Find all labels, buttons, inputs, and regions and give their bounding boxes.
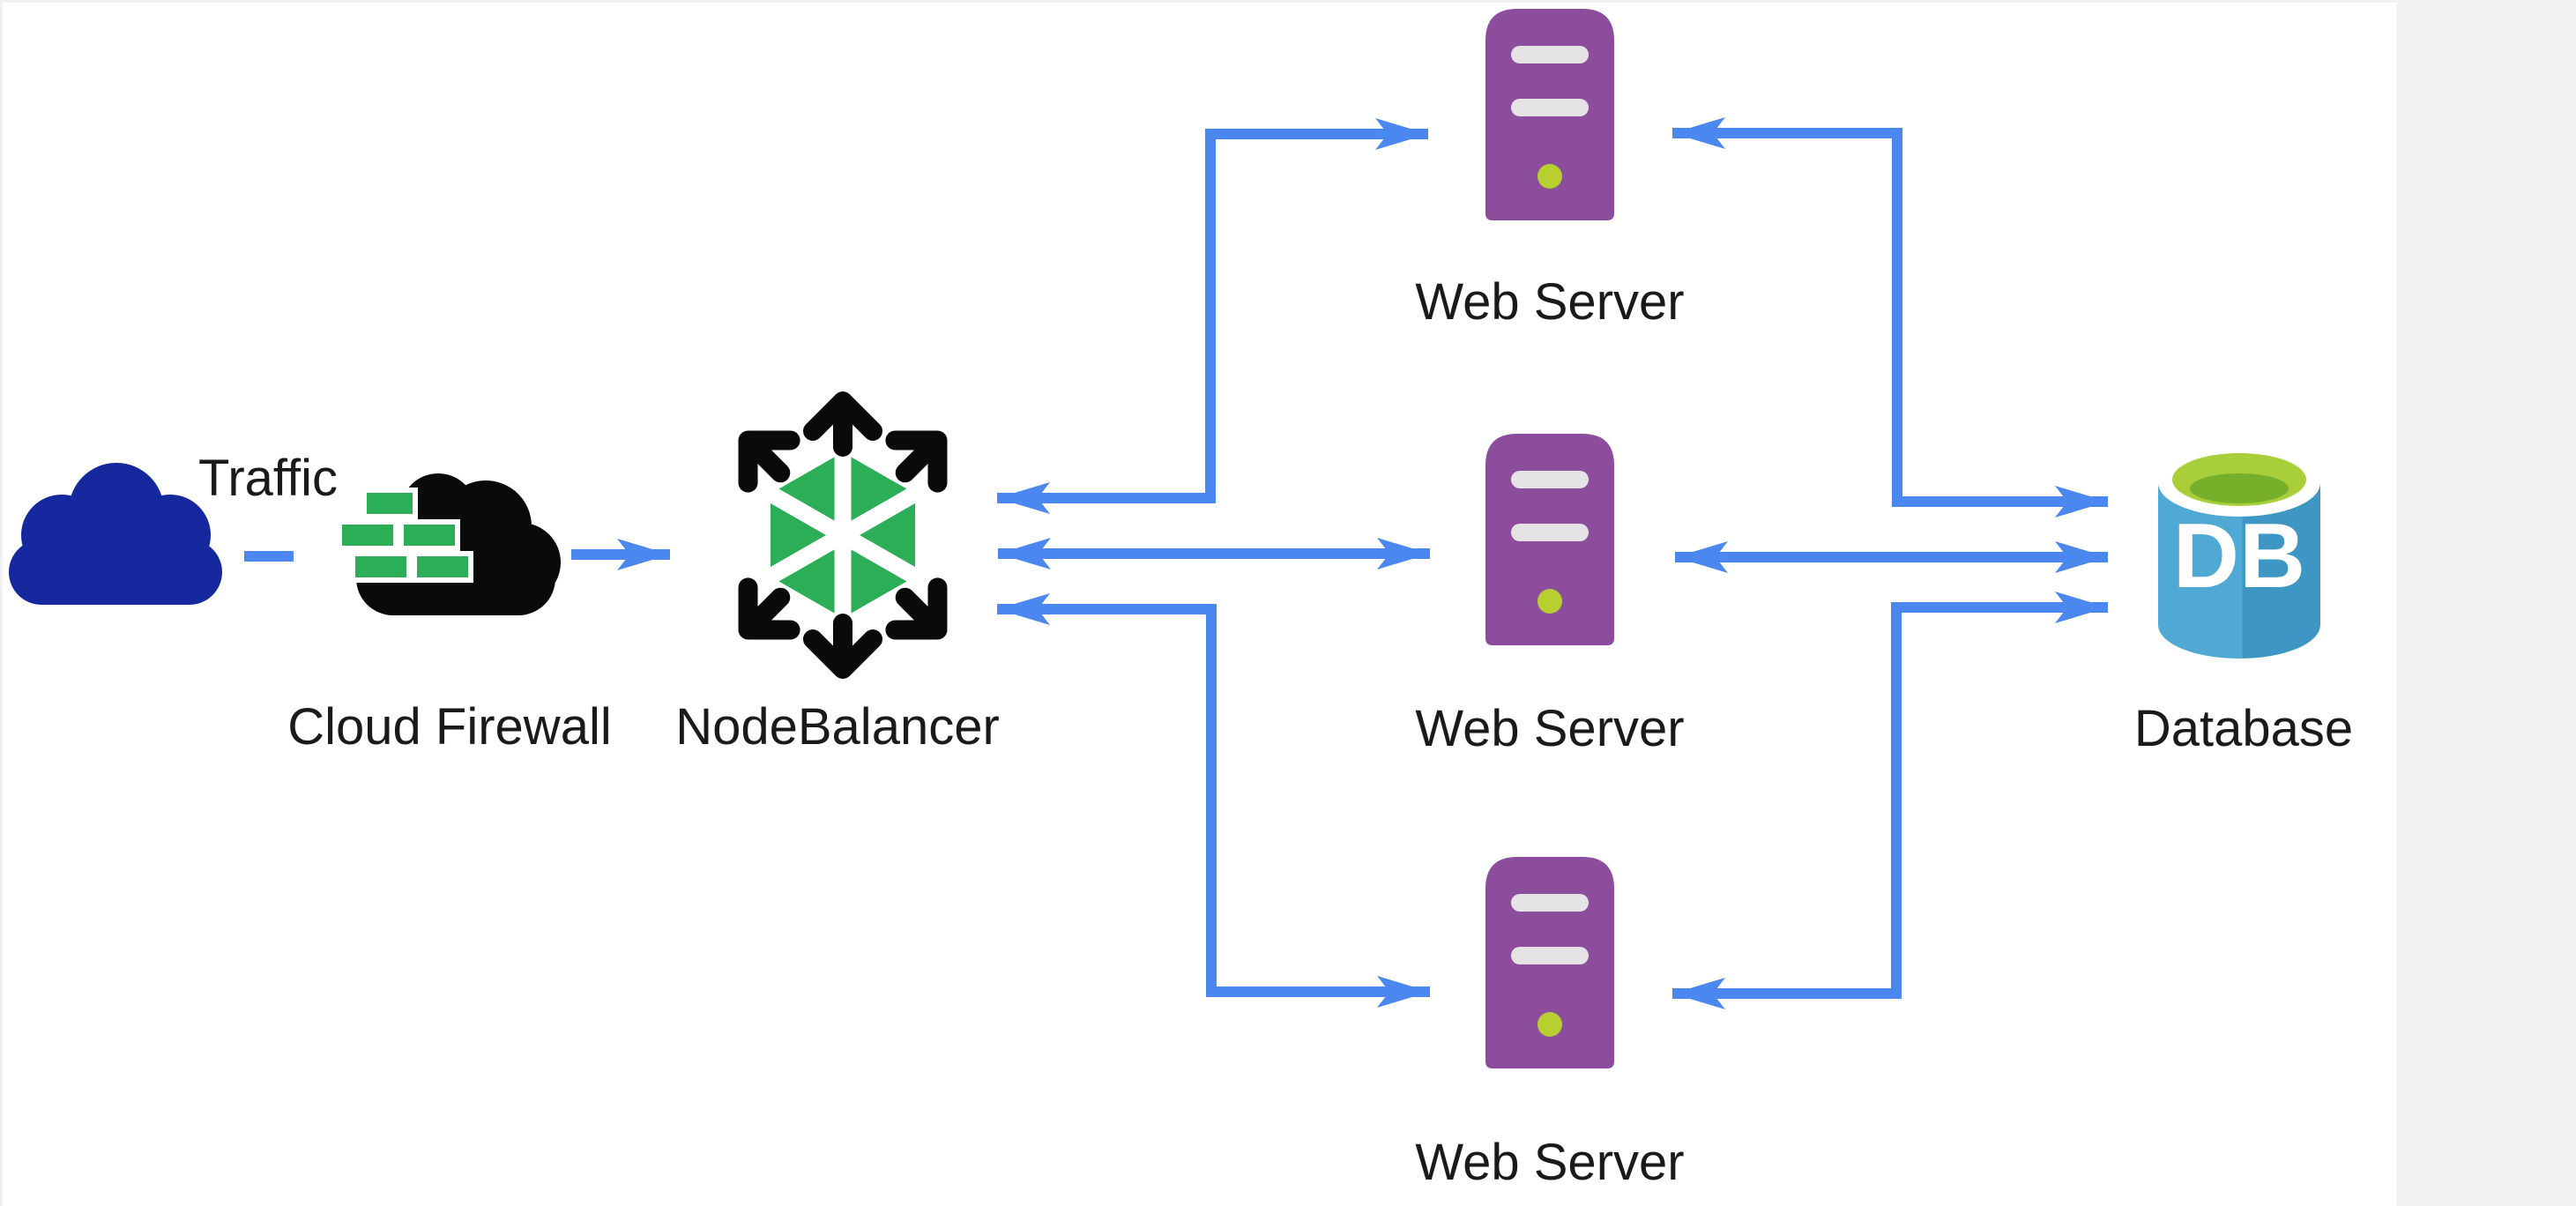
- web-server-2-icon: [1485, 434, 1614, 645]
- web-server-1-icon: [1485, 9, 1614, 220]
- right-gray-panel: [2396, 0, 2576, 1206]
- node-label-web-server-2: Web Server: [1415, 700, 1685, 757]
- database-badge: DB: [2173, 505, 2305, 607]
- node-label-web-server-3: Web Server: [1415, 1134, 1685, 1191]
- left-border: [0, 0, 3, 1206]
- nodebalancer-arrows: [738, 391, 948, 679]
- edge-webserver3-database: [1672, 592, 2108, 1009]
- node-label-database: Database: [2133, 700, 2354, 757]
- edge-lines: [244, 117, 2108, 1009]
- edge-nodebalancer-webserver1: [997, 118, 1428, 514]
- node-label-cloud-firewall: Cloud Firewall: [287, 698, 612, 756]
- edge-webserver1-database: [1672, 117, 2108, 517]
- top-border: [0, 0, 2396, 3]
- nodebalancer-icon: [738, 391, 948, 679]
- cloud-firewall-icon: [337, 473, 561, 615]
- edge-nodebalancer-webserver3: [997, 593, 1430, 1008]
- firewall-bricks: [337, 488, 473, 583]
- traffic-cloud-icon: [9, 463, 222, 605]
- nodebalancer-spokes: [766, 452, 919, 618]
- node-label-nodebalancer: NodeBalancer: [675, 698, 1000, 756]
- web-server-3-icon: [1485, 857, 1614, 1068]
- node-label-traffic: Traffic: [198, 450, 338, 507]
- database-icon: DB: [2158, 450, 2320, 659]
- node-label-web-server-1: Web Server: [1415, 273, 1685, 331]
